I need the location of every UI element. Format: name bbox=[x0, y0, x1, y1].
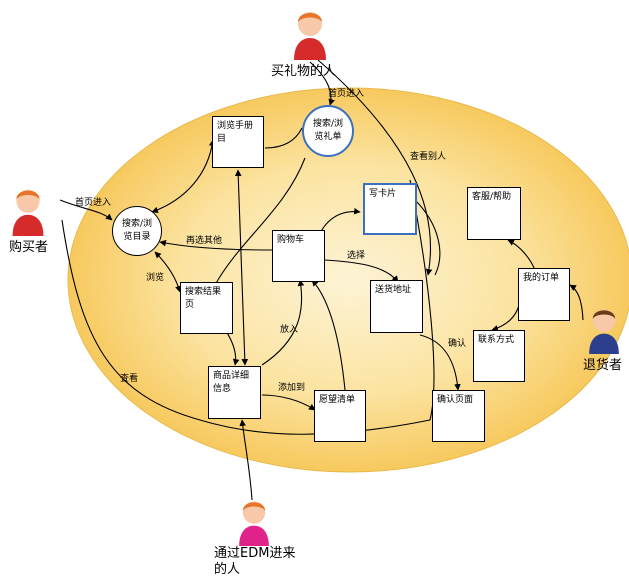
edge-wishlist-cart bbox=[311, 279, 346, 391]
edge-edm-detail bbox=[239, 419, 253, 501]
label-view-others: 查看别人 bbox=[410, 152, 447, 162]
node-wishlist[interactable]: 愿望清单 bbox=[314, 390, 366, 442]
actor-returner-label: 退货者 bbox=[583, 358, 623, 373]
actor-gift-buyer-icon bbox=[294, 12, 326, 60]
label-browse-others: 再选其他 bbox=[186, 236, 223, 246]
edge-detail-cart bbox=[261, 279, 305, 366]
node-product-detail[interactable]: 商品详细信息 bbox=[208, 366, 261, 419]
label-put-in: 放入 bbox=[280, 325, 299, 335]
edge-returner-orders bbox=[569, 284, 584, 321]
edge-manual-giftlist bbox=[264, 127, 303, 149]
label-browse: 浏览 bbox=[146, 273, 165, 283]
edge-orders-help bbox=[507, 239, 536, 271]
edge-detail-wishlist bbox=[261, 394, 316, 411]
edge-shipping-confirm bbox=[419, 334, 461, 391]
node-browse-manual[interactable]: 浏览手册目 bbox=[212, 116, 264, 168]
label-add-to: 添加到 bbox=[278, 383, 306, 393]
node-search-catalog[interactable]: 搜索/浏览目录 bbox=[112, 206, 162, 256]
edge-buyer-view bbox=[61, 179, 435, 435]
node-help[interactable]: 客服/帮助 bbox=[467, 187, 521, 240]
edge-card-shipping bbox=[414, 199, 441, 276]
node-contact[interactable]: 联系方式 bbox=[473, 330, 525, 382]
actor-edm-label: 通过EDM进来的人 bbox=[214, 546, 296, 577]
label-confirm: 确认 bbox=[448, 339, 467, 349]
label-homepage-enter-top: 首页进入 bbox=[328, 89, 365, 99]
edge-cart-card bbox=[319, 207, 361, 234]
actor-edm-icon bbox=[239, 501, 269, 546]
label-homepage-enter-left: 首页进入 bbox=[75, 198, 112, 208]
node-shipping-address[interactable]: 送货地址 bbox=[370, 280, 423, 333]
node-search-results[interactable]: 搜索结果页 bbox=[180, 282, 233, 334]
actor-buyer-icon bbox=[12, 189, 44, 236]
actor-returner-icon bbox=[589, 309, 619, 354]
node-write-card[interactable]: 写卡片 bbox=[363, 183, 417, 235]
edge-cart-shipping bbox=[324, 259, 399, 283]
edges bbox=[59, 59, 584, 501]
edge-buyer-to-catalog bbox=[59, 199, 113, 221]
label-choose: 选择 bbox=[347, 251, 366, 261]
actor-buyer-label: 购买者 bbox=[9, 240, 49, 255]
label-view: 查看 bbox=[120, 374, 139, 384]
edge-giftlist-results bbox=[214, 157, 306, 286]
edge-manual-detail bbox=[234, 169, 249, 366]
edge-cart-catalog bbox=[159, 239, 273, 251]
edge-giftbuyer-giftlist bbox=[309, 61, 335, 106]
node-cart[interactable]: 购物车 bbox=[272, 230, 325, 282]
edge-catalog-results bbox=[154, 251, 182, 293]
actor-gift-buyer-label: 买礼物的人 bbox=[271, 64, 337, 79]
edge-giftbuyer-shipping bbox=[317, 59, 433, 276]
node-search-giftlist[interactable]: 搜索/浏览礼单 bbox=[302, 105, 354, 157]
node-my-orders[interactable]: 我的订单 bbox=[518, 268, 570, 321]
edge-catalog-manual bbox=[151, 139, 216, 214]
node-confirm-page[interactable]: 确认页面 bbox=[432, 390, 485, 442]
